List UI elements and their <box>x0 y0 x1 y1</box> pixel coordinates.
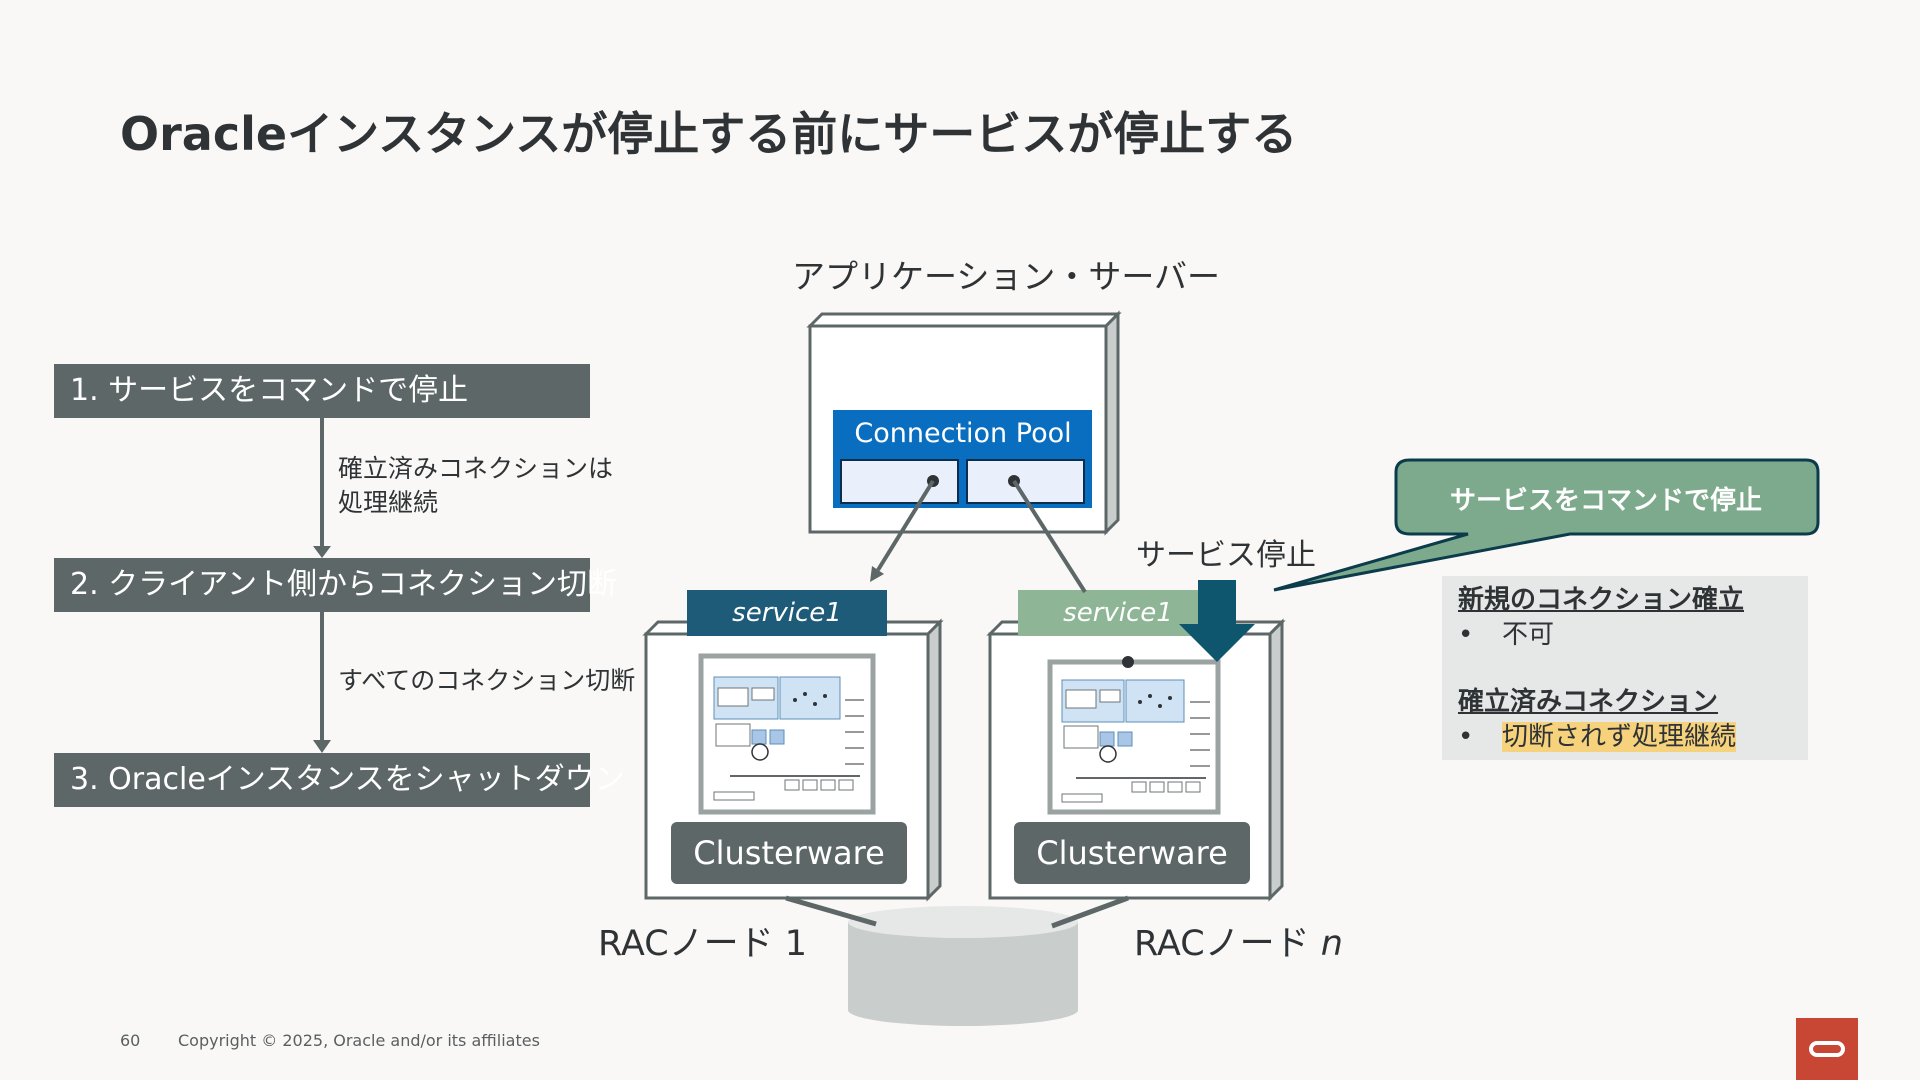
service-tag-node-1: service1 <box>732 598 842 628</box>
new-connection-item: • 不可 <box>1458 618 1808 652</box>
oracle-logo <box>1796 1018 1858 1080</box>
step-note-1-line-1: 確立済みコネクションは <box>338 454 614 483</box>
step-2: 2. クライアント側からコネクション切断 <box>54 558 617 612</box>
connection-pool-label: Connection Pool <box>854 418 1072 449</box>
oracle-ring-icon <box>1809 1041 1845 1057</box>
rac-node-n-italic: n <box>1320 924 1343 964</box>
clusterware-node-1: Clusterware <box>671 822 907 884</box>
status-box: 新規のコネクション確立 • 不可 確立済みコネクション • 切断されず処理継続 <box>1442 576 1808 760</box>
bullet: • <box>1458 620 1474 650</box>
step-note-1-line-2: 処理継続 <box>338 488 439 517</box>
instance-architecture-thumbnail-n <box>1047 659 1221 815</box>
callout-bubble <box>1273 458 1820 592</box>
step-arrow-2 <box>313 612 331 753</box>
existing-connection-heading: 確立済みコネクション <box>1458 687 1719 717</box>
step-arrow-1 <box>313 418 331 558</box>
bullet: • <box>1458 722 1474 752</box>
node-n-connection-dot <box>1122 656 1134 668</box>
service-stop-arrow <box>1179 580 1255 662</box>
slide-title: Oracleインスタンスが停止する前にサービスが停止する <box>120 107 1298 161</box>
node-1-storage-link <box>785 895 877 927</box>
existing-connection-value: 切断されず処理継続 <box>1502 722 1737 752</box>
connection-pool <box>833 410 1092 508</box>
callout-text: サービスをコマンドで停止 <box>1449 486 1762 516</box>
clusterware-node-n: Clusterware <box>1014 822 1250 884</box>
service-tag-node-n: service1 <box>1063 598 1173 628</box>
step-1: 1. サービスをコマンドで停止 <box>54 364 590 418</box>
step-note-1: 確立済みコネクションは 処理継続 <box>338 452 613 520</box>
step-note-2: すべてのコネクション切断 <box>338 666 636 695</box>
node-n-storage-link <box>1051 895 1129 929</box>
connection-line-to-node-1 <box>870 479 935 582</box>
app-server-label: アプリケーション・サーバー <box>792 257 1221 296</box>
service-tag-1-bg <box>687 590 887 636</box>
instance-architecture-thumbnail-1 <box>698 653 876 815</box>
page-number: 60 <box>120 1031 141 1050</box>
copyright: Copyright © 2025, Oracle and/or its affi… <box>178 1031 540 1050</box>
connection-line-to-node-n <box>1012 479 1087 594</box>
new-connection-value: 不可 <box>1502 620 1555 650</box>
step-3: 3. Oracleインスタンスをシャットダウン <box>54 753 625 807</box>
shared-storage-cylinder <box>848 906 1078 1026</box>
rac-node-n-label: RACノード n <box>1134 915 1343 966</box>
existing-connection-item: • 切断されず処理継続 <box>1458 720 1808 754</box>
rac-node-n-prefix: RACノード <box>1134 924 1321 964</box>
service-stop-label: サービス停止 <box>1136 538 1316 573</box>
new-connection-heading: 新規のコネクション確立 <box>1458 585 1745 615</box>
rac-node-1-label: RACノード 1 <box>598 924 808 964</box>
